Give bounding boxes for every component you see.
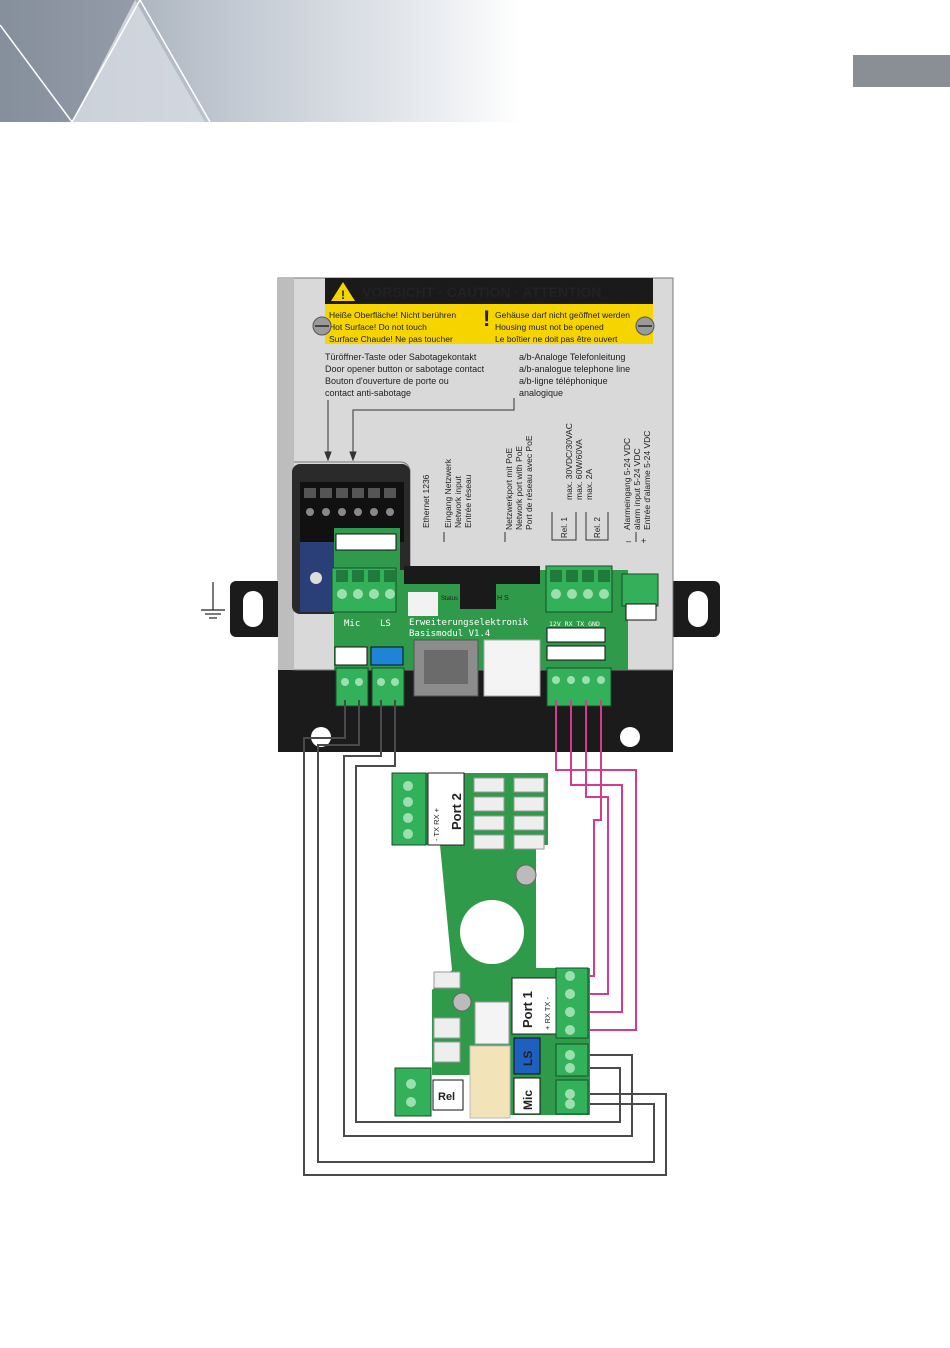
- mic-small-label: Mic: [344, 619, 360, 629]
- lower-terminals: [335, 667, 612, 707]
- screw-icon: [312, 316, 332, 336]
- door-opener-label: Türöffner-Taste oder Sabotagekontakt Doo…: [325, 352, 485, 398]
- status-label: Status: [441, 596, 458, 602]
- svg-text:a/b-ligne téléphonique: a/b-ligne téléphonique: [519, 376, 608, 386]
- main-pcb: Status H S Erweiterungselektronik Basism…: [331, 528, 659, 697]
- header-band: [0, 0, 950, 122]
- relay-specs-label: max. 30VDC/30VAC max. 60W/60VA max. 2A: [564, 423, 594, 500]
- alarm-input-label: Alarmeingang 5-24 VDC alarm input 5-24 V…: [622, 431, 652, 530]
- label-leader-lines: [324, 398, 515, 462]
- caution-title: VORSICHT · CAUTION · ATTENTION: [362, 284, 602, 300]
- rel1-label: Rel. 1: [560, 517, 569, 538]
- svg-text:alarm input 5-24 VDC: alarm input 5-24 VDC: [632, 448, 642, 530]
- rel2-label: Rel. 2: [593, 517, 602, 538]
- svg-text:Network port with PoE: Network port with PoE: [514, 446, 524, 530]
- caution-label: ! VORSICHT · CAUTION · ATTENTION Heiße O…: [325, 278, 653, 344]
- svg-text:max. 30VDC/30VAC: max. 30VDC/30VAC: [564, 423, 574, 500]
- exclamation-icon: !: [483, 306, 490, 331]
- port1-pins: + RX TX -: [543, 997, 552, 1030]
- label-arrows: [443, 532, 637, 542]
- serial-pin-label: 12V RX TX GND: [549, 620, 600, 628]
- poe-port-label: Netzwerkport mit PoE Network port with P…: [504, 435, 534, 530]
- svg-text:max. 2A: max. 2A: [584, 468, 594, 500]
- svg-text:a/b-analogue telephone line: a/b-analogue telephone line: [519, 364, 630, 374]
- board-name-2: Basismodul V1.4: [409, 629, 490, 639]
- svg-text:Entrée d'alarme 5-24 VDC: Entrée d'alarme 5-24 VDC: [642, 431, 652, 530]
- mic-label: Mic: [521, 1090, 535, 1110]
- ground-icon: [201, 582, 225, 619]
- network-input-label: Eingang Netzwerk Network input Entrée ré…: [443, 458, 473, 528]
- ls-small-label: LS: [380, 619, 391, 629]
- svg-text:max. 60W/60VA: max. 60W/60VA: [574, 439, 584, 500]
- port1-label: Port 1: [520, 991, 535, 1028]
- svg-text:Door opener button or sabotage: Door opener button or sabotage contact: [325, 364, 485, 374]
- lower-board: Port 2 - TX RX + Port 1 + RX TX - LS Mic…: [391, 772, 590, 1119]
- alarm-plus: +: [641, 536, 646, 546]
- section-tab: [853, 55, 950, 87]
- caution-left-3: Surface Chaude! Ne pas toucher: [329, 334, 453, 344]
- svg-text:Türöffner-Taste oder Sabotagek: Türöffner-Taste oder Sabotagekontakt: [325, 352, 477, 362]
- audio-wires: [303, 700, 667, 1176]
- caution-right-1: Gehäuse darf nicht geöffnet werden: [495, 310, 630, 320]
- svg-text:Netzwerkport mit PoE: Netzwerkport mit PoE: [504, 447, 514, 530]
- svg-text:a/b-Analoge Telefonleitung: a/b-Analoge Telefonleitung: [519, 352, 625, 362]
- relay-brackets: [551, 512, 609, 541]
- caution-right-2: Housing must not be opened: [495, 322, 604, 332]
- alarm-minus: –: [626, 536, 631, 546]
- caution-right-3: Le boîtier ne doit pas être ouvert: [495, 334, 618, 344]
- caution-left-2: Hot Surface! Do not touch: [329, 322, 427, 332]
- svg-text:Eingang Netzwerk: Eingang Netzwerk: [443, 458, 453, 528]
- ethernet-label: Ethernet 1236: [421, 474, 431, 528]
- svg-text:Bouton d'ouverture de porte ou: Bouton d'ouverture de porte ou: [325, 376, 449, 386]
- svg-text:Alarmeingang 5-24 VDC: Alarmeingang 5-24 VDC: [622, 438, 632, 530]
- rj45-port-icon: [413, 639, 479, 697]
- ls-label: LS: [521, 1051, 535, 1066]
- svg-text:!: !: [341, 288, 345, 302]
- port2-pins: - TX RX +: [432, 807, 441, 841]
- svg-text:Entrée réseau: Entrée réseau: [463, 474, 473, 528]
- svg-text:Port de réseau avec PoE: Port de réseau avec PoE: [524, 435, 534, 530]
- rel-label: Rel: [438, 1091, 455, 1103]
- warning-triangle-icon: [331, 282, 355, 301]
- screw-icon: [635, 316, 655, 336]
- hs-label: H S: [497, 595, 509, 602]
- caution-left-1: Heiße Oberfläche! Nicht berühren: [329, 310, 456, 320]
- svg-text:analogique: analogique: [519, 388, 563, 398]
- board-name-1: Erweiterungselektronik: [409, 618, 529, 628]
- svg-text:Network input: Network input: [453, 475, 463, 528]
- analog-line-label: a/b-Analoge Telefonleitung a/b-analogue …: [519, 352, 630, 398]
- port2-label: Port 2: [449, 793, 464, 830]
- svg-text:contact anti-sabotage: contact anti-sabotage: [325, 388, 411, 398]
